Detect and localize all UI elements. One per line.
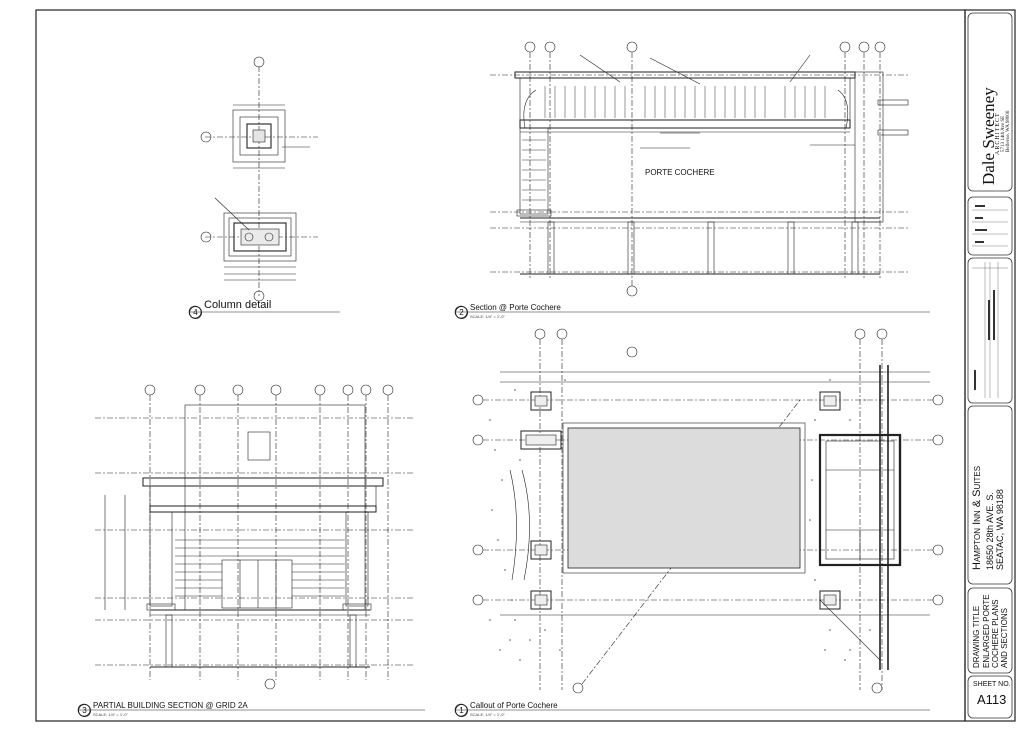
partial-building-section-title: PARTIAL BUILDING SECTION @ GRID 2A [93,701,248,710]
partial-building-section-drawing [77,384,425,717]
firm-address-line-2: Bellevue, WA 98006 [1006,110,1011,152]
stipple-pattern [489,379,871,661]
column-detail-title: Column detail [204,299,272,311]
drawing-title-line-1: ENLARGED PORTE [982,594,991,668]
section-porte-cochere-scale: SCALE: 1/4" = 1'-0" [470,314,505,319]
project-name: Hampton Inn & Suites [971,465,983,570]
partial-building-section-scale: SCALE: 1/4" = 1'-0" [93,712,128,717]
callout-porte-cochere-number: 1 [455,704,468,717]
drawing-title-line-3: AND SECTIONS [1000,607,1009,668]
drawing-title-label: DRAWING TITLE [972,605,981,668]
callout-porte-cochere-scale: SCALE: 1/4" = 1'-0" [470,712,505,717]
section-porte-cochere-number: 2 [455,306,468,319]
balusters [522,86,826,201]
porte-cochere-room-label: PORTE COCHERE [645,168,715,177]
callout-porte-cochere-title: Callout of Porte Cochere [470,701,558,710]
section-porte-cochere-title: Section @ Porte Cochere [470,303,561,312]
column-detail-number: 4 [189,306,202,319]
partial-building-section-number: 3 [78,704,91,717]
callout-porte-cochere-drawing [454,328,944,717]
sheet-number-label: SHEET NO. [973,681,1011,688]
sheet-number: A113 [977,692,1007,707]
drawing-title-line-2: COCHERE PLANS [991,599,1000,668]
project-address-line-1: 18650 28th AVE. S. [985,492,995,570]
column-detail-drawing [188,56,340,319]
section-porte-cochere-drawing [454,41,930,319]
project-address-line-2: SEATAC, WA 98188 [995,489,1005,570]
